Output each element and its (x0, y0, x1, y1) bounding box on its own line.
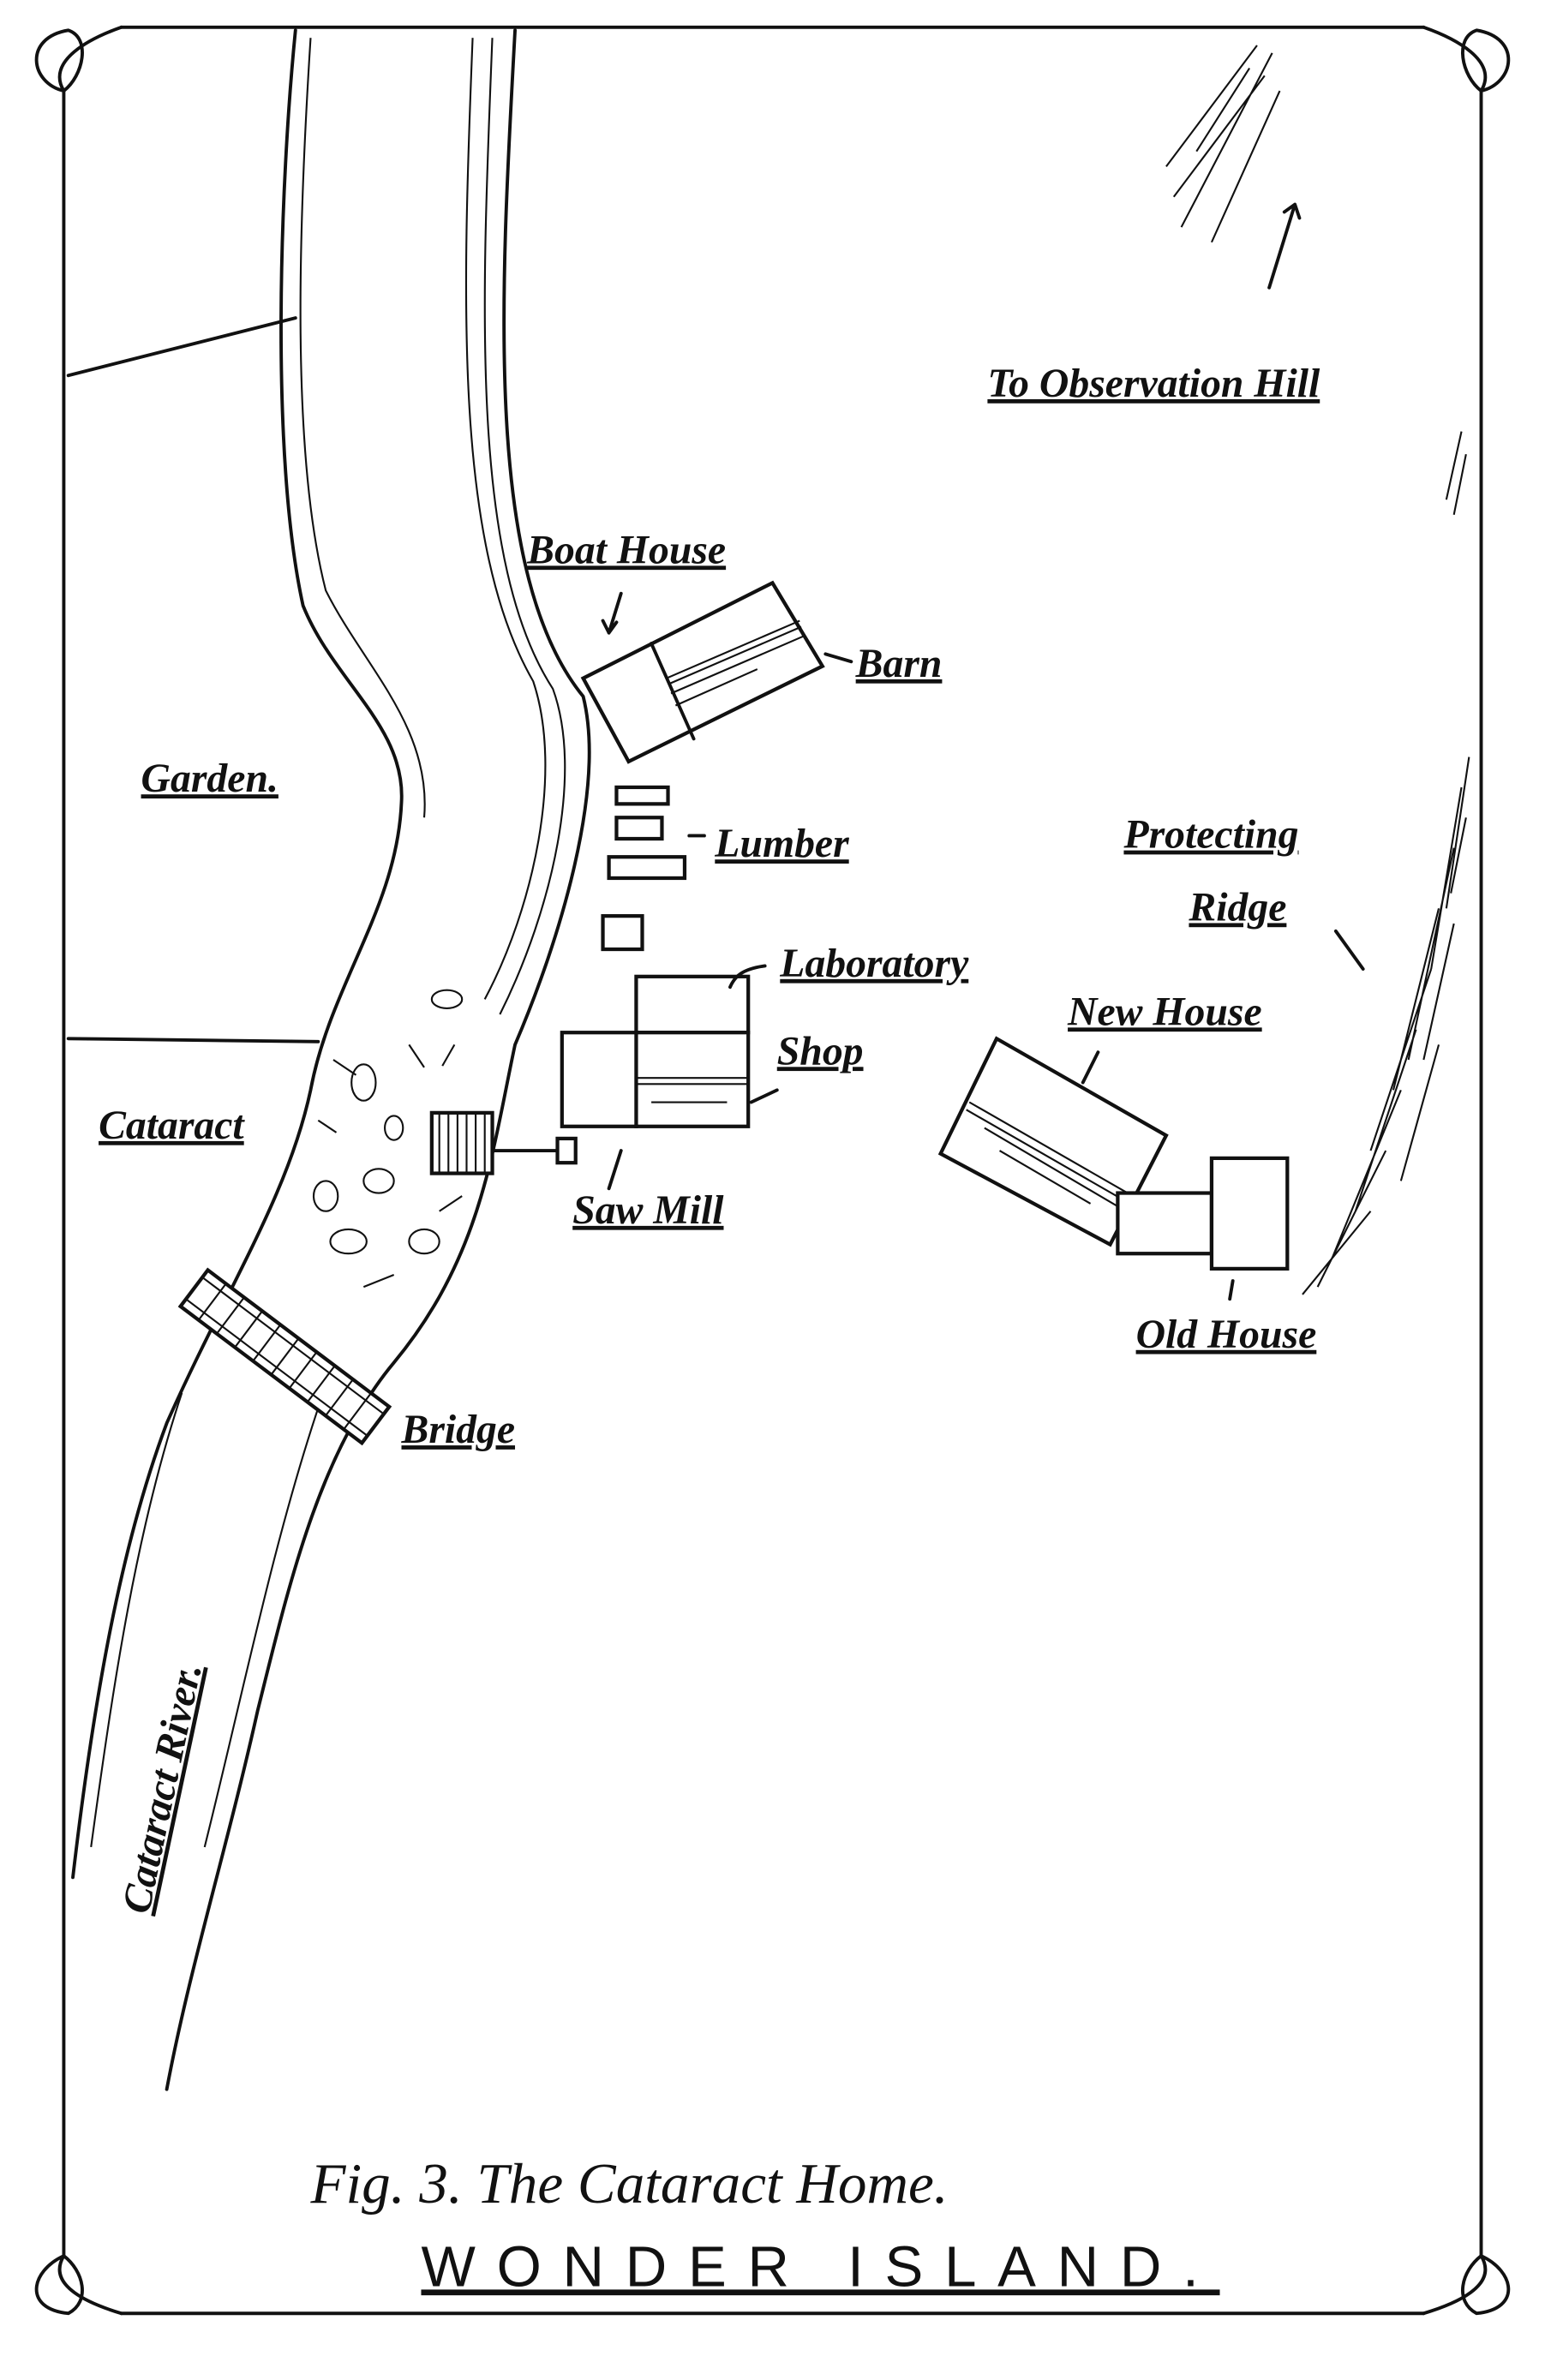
figure-caption: Fig. 3. The Cataract Home. (309, 2151, 948, 2216)
arrow-icon (1267, 202, 1302, 290)
label-saw-mill: Saw Mill (572, 1187, 724, 1233)
label-new-house: New House (1067, 989, 1262, 1034)
map-frame (34, 25, 1511, 2316)
saw-mill-building (560, 1031, 638, 1128)
cataract-river (71, 28, 591, 2091)
water-wheel (429, 1110, 578, 1175)
old-house-building (1209, 1156, 1290, 1271)
label-ridge: Ridge (1188, 884, 1286, 930)
label-barn: Barn (855, 641, 943, 686)
field-boundary-north (66, 316, 297, 378)
label-observation-hill: To Observation Hill (987, 361, 1320, 406)
bridge (177, 1267, 392, 1446)
field-boundary-south (66, 1037, 320, 1043)
map-title: WONDER ISLAND. (421, 2234, 1219, 2299)
lumber-piles (601, 785, 687, 952)
observation-hill-hatching (1165, 45, 1467, 516)
label-shop: Shop (777, 1028, 864, 1073)
corner-flourish-tl (34, 25, 123, 93)
protecting-ridge-hatching (1302, 756, 1470, 1295)
label-old-house: Old House (1136, 1312, 1317, 1357)
label-laboratory: Laboratory (779, 941, 969, 986)
boat-house-and-barn (580, 580, 825, 764)
laboratory-shop-sawmill (560, 974, 751, 1128)
label-cataract-river: Cataract River. (113, 1659, 211, 1917)
label-cataract: Cataract (99, 1103, 245, 1148)
label-boat-house: Boat House (526, 527, 726, 572)
label-pointers (601, 591, 1365, 1301)
corner-flourish-br (1422, 2254, 1511, 2316)
label-lumber: Lumber (714, 821, 849, 866)
corner-flourish-bl (34, 2254, 123, 2316)
label-bridge: Bridge (401, 1407, 516, 1452)
shop-building (634, 1031, 751, 1128)
label-protecting: Protecting (1123, 812, 1298, 858)
corner-flourish-tr (1422, 25, 1511, 93)
label-garden: Garden. (141, 756, 278, 801)
new-house-and-old-house (937, 1036, 1290, 1271)
